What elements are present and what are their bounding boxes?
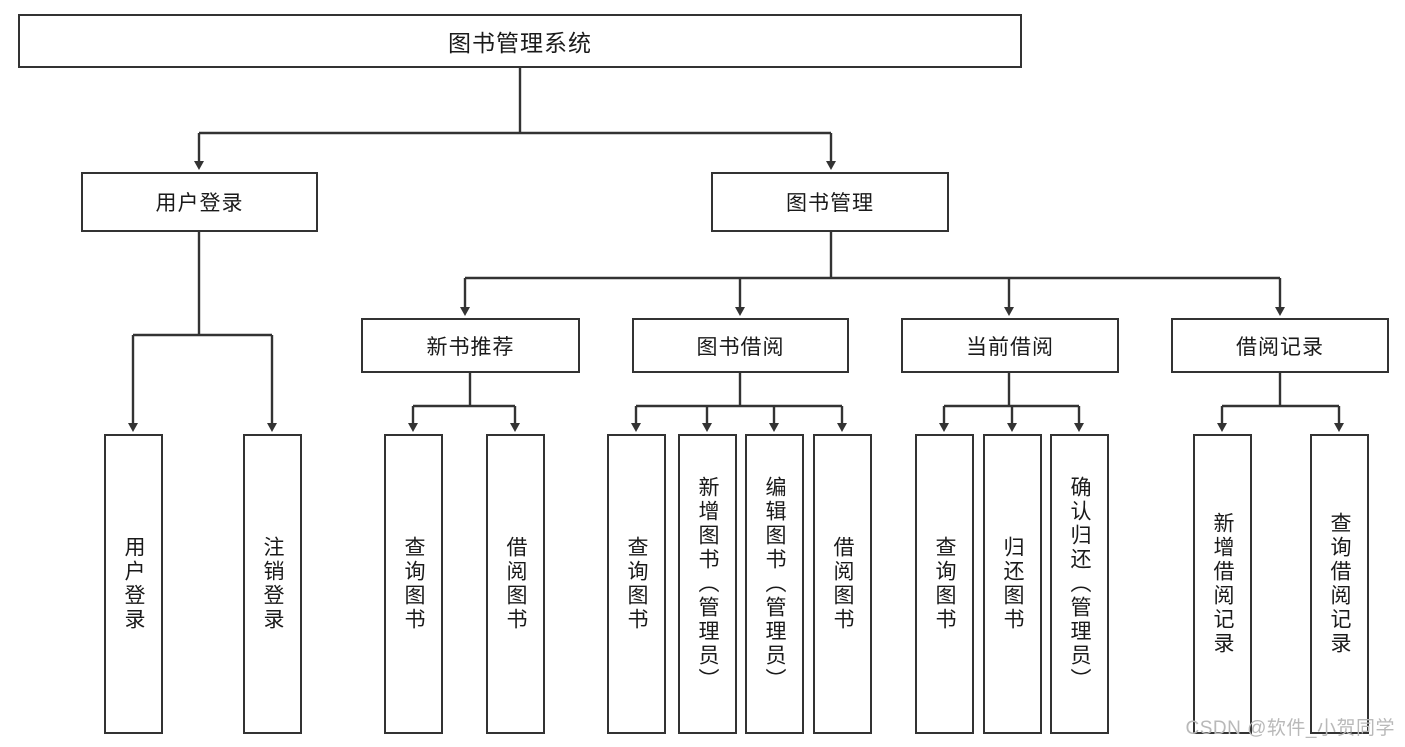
watermark-text: CSDN @软件_小贺同学 [1185, 718, 1395, 739]
node-leaf-add-book-admin[interactable]: 新增图书（管理员） [678, 434, 737, 734]
node-leaf-edit-book-admin-label: 编辑图书（管理员） [763, 476, 786, 692]
node-leaf-user-login[interactable]: 用户登录 [104, 434, 163, 734]
node-leaf-confirm-return-admin[interactable]: 确认归还（管理员） [1050, 434, 1109, 734]
node-leaf-query-book-rec-label: 查询图书 [402, 536, 425, 632]
node-leaf-query-book-current-label: 查询图书 [933, 536, 956, 632]
node-leaf-query-book-current[interactable]: 查询图书 [915, 434, 974, 734]
node-root[interactable]: 图书管理系统 [18, 14, 1022, 68]
node-new-book-rec-label: 新书推荐 [426, 335, 515, 359]
node-current-borrow-label: 当前借阅 [966, 335, 1054, 359]
node-leaf-user-logout[interactable]: 注销登录 [243, 434, 302, 734]
node-borrow-record[interactable]: 借阅记录 [1171, 318, 1389, 373]
node-borrow-record-label: 借阅记录 [1236, 335, 1324, 359]
node-leaf-query-borrow-record-label: 查询借阅记录 [1328, 512, 1351, 656]
node-leaf-confirm-return-admin-label: 确认归还（管理员） [1068, 476, 1091, 692]
node-leaf-borrow-book-label: 借阅图书 [831, 536, 854, 632]
node-new-book-rec[interactable]: 新书推荐 [361, 318, 580, 373]
node-leaf-borrow-book[interactable]: 借阅图书 [813, 434, 872, 734]
node-book-manage[interactable]: 图书管理 [711, 172, 949, 232]
node-leaf-add-book-admin-label: 新增图书（管理员） [696, 476, 719, 692]
node-leaf-query-book-rec[interactable]: 查询图书 [384, 434, 443, 734]
node-leaf-add-borrow-record[interactable]: 新增借阅记录 [1193, 434, 1252, 734]
node-leaf-return-book-label: 归还图书 [1001, 536, 1024, 632]
node-current-borrow[interactable]: 当前借阅 [901, 318, 1119, 373]
node-book-manage-label: 图书管理 [786, 192, 874, 215]
node-leaf-user-logout-label: 注销登录 [261, 536, 284, 632]
node-leaf-query-book-borrow-label: 查询图书 [625, 536, 648, 632]
node-leaf-query-book-borrow[interactable]: 查询图书 [607, 434, 666, 734]
node-leaf-add-borrow-record-label: 新增借阅记录 [1211, 512, 1234, 656]
node-user-login[interactable]: 用户登录 [81, 172, 318, 232]
node-book-borrow-label: 图书借阅 [696, 335, 785, 359]
node-leaf-edit-book-admin[interactable]: 编辑图书（管理员） [745, 434, 804, 734]
node-leaf-query-borrow-record[interactable]: 查询借阅记录 [1310, 434, 1369, 734]
node-root-label: 图书管理系统 [448, 30, 592, 56]
node-leaf-borrow-book-rec-label: 借阅图书 [504, 536, 527, 632]
node-book-borrow[interactable]: 图书借阅 [632, 318, 849, 373]
node-leaf-return-book[interactable]: 归还图书 [983, 434, 1042, 734]
node-user-login-label: 用户登录 [155, 192, 244, 215]
node-leaf-user-login-label: 用户登录 [122, 536, 145, 632]
node-leaf-borrow-book-rec[interactable]: 借阅图书 [486, 434, 545, 734]
